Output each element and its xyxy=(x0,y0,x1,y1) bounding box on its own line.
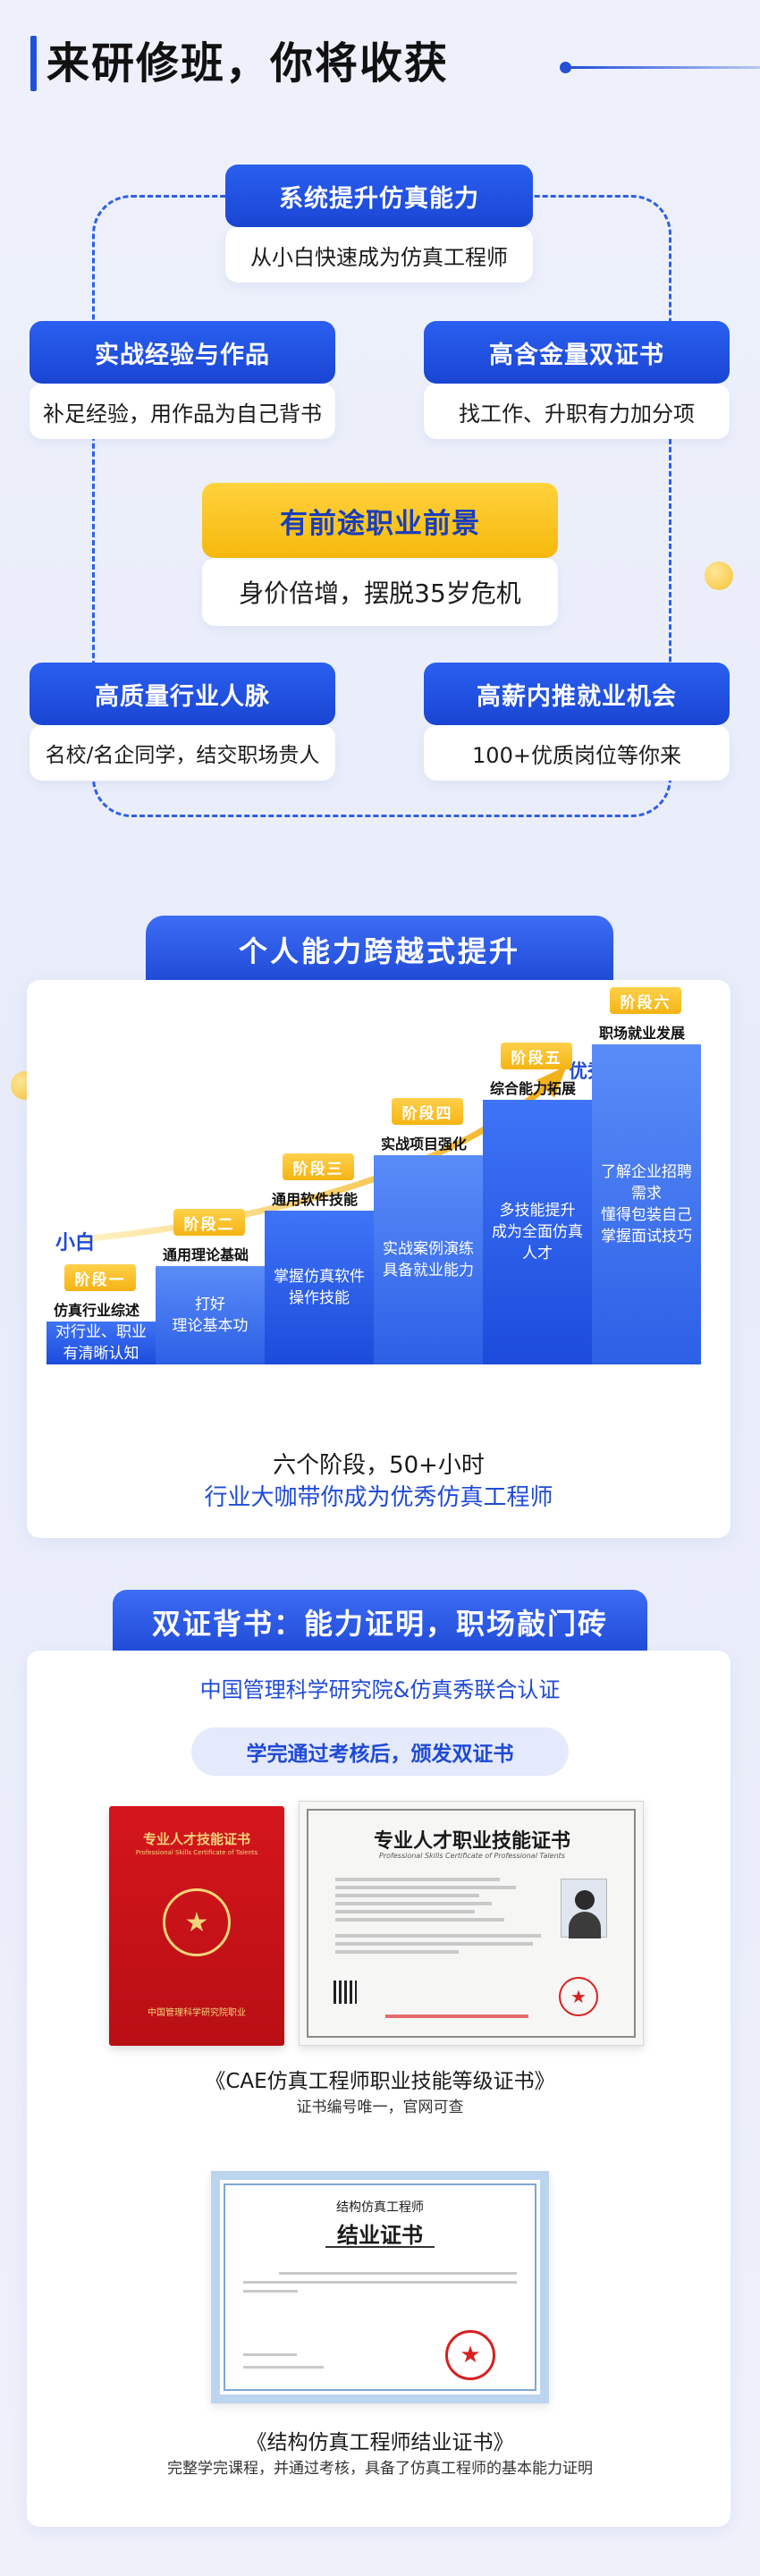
cert1-doc-title: 专业人才职业技能证书 xyxy=(373,1829,570,1853)
stage-name: 综合能力拓展 xyxy=(490,1080,577,1097)
page-title: 来研修班，你将收获 xyxy=(46,38,450,89)
stage-badge: 阶段一 xyxy=(64,1264,136,1291)
header-accent-bar xyxy=(30,36,37,91)
header-dot xyxy=(560,62,571,73)
stage-column: 打好 理论基本功 xyxy=(156,1266,265,1364)
cert1-cover-title: 专业人才技能证书 xyxy=(142,1831,250,1847)
cert1-cover-org: 中国管理科学研究院职业 xyxy=(148,2008,246,2018)
cert2-document: 结构仿真工程师 结业证书 ★ xyxy=(211,2171,549,2403)
cert1-photo xyxy=(561,1879,607,1938)
decor-orb xyxy=(705,562,733,590)
stage-column: 掌握仿真软件 操作技能 xyxy=(265,1211,374,1364)
stage-name: 通用软件技能 xyxy=(272,1191,359,1208)
header-line xyxy=(570,66,760,69)
benefit-title: 高薪内推就业机会 xyxy=(424,663,730,725)
stage-badge: 阶段五 xyxy=(501,1043,572,1069)
stage-badge: 阶段二 xyxy=(173,1209,245,1236)
growth-summary-2: 行业大咖带你成为优秀仿真工程师 xyxy=(204,1484,553,1511)
stage-column: 实战案例演练 具备就业能力 xyxy=(374,1155,483,1364)
cert2-top: 结构仿真工程师 xyxy=(336,2200,424,2215)
stage-steps: 对行业、职业 有清晰认知 仿真行业综述 阶段一打好 理论基本功 通用理论基础 阶段二掌握… xyxy=(46,980,738,1436)
cert1-caption: 《CAE仿真工程师职业技能等级证书》 xyxy=(205,2070,555,2093)
cert1-note: 证书编号唯一，官网可查 xyxy=(296,2099,464,2116)
cert1-emblem-icon: ★ xyxy=(163,1888,231,1956)
cert1-doc-subtitle: Professional Skills Certificate of Profe… xyxy=(379,1852,565,1860)
seal-icon: ★ xyxy=(445,2330,495,2380)
benefit-desc: 名校/名企同学，结交职场贵人 xyxy=(30,725,335,781)
stage-name: 实战项目强化 xyxy=(381,1136,468,1153)
seal-icon: ★ xyxy=(559,1977,598,2016)
cert2-title: 结业证书 xyxy=(337,2222,423,2248)
cert2-note: 完整学完课程，并通过考核，具备了仿真工程师的基本能力证明 xyxy=(167,2460,593,2478)
cert2-caption: 《结构仿真工程师结业证书》 xyxy=(246,2431,514,2454)
stage-badge: 阶段六 xyxy=(610,987,681,1014)
benefit-desc: 从小白快速成为仿真工程师 xyxy=(225,227,533,283)
benefit-title: 实战经验与作品 xyxy=(30,321,335,384)
stage-badge: 阶段四 xyxy=(392,1098,463,1125)
benefit-title: 系统提升仿真能力 xyxy=(225,165,533,227)
start-label: 小白 xyxy=(55,1232,96,1254)
cert1-doc-lines xyxy=(335,1873,541,1958)
growth-title: 个人能力跨越式提升 xyxy=(146,916,613,984)
benefit-title: 高质量行业人脉 xyxy=(30,663,335,725)
stage-name: 仿真行业综述 xyxy=(54,1302,140,1319)
stage-badge: 阶段三 xyxy=(283,1153,354,1180)
certs-subtitle: 中国管理科学研究院&仿真秀联合认证 xyxy=(199,1677,561,1702)
stage-column: 了解企业招聘 需求 懂得包装自己 掌握面试技巧 xyxy=(592,1044,701,1364)
stage-name: 职场就业发展 xyxy=(599,1025,686,1042)
stage-column: 多技能提升 成为全面仿真 人才 xyxy=(483,1100,592,1364)
qr-code-icon xyxy=(334,1981,357,2004)
cert2-body-lines xyxy=(243,2266,517,2299)
stage-column: 对行业、职业 有清晰认知 xyxy=(46,1322,156,1364)
benefit-desc: 身价倍增，摆脱35岁危机 xyxy=(202,558,558,626)
benefit-title: 高含金量双证书 xyxy=(424,321,730,384)
stage-name: 通用理论基础 xyxy=(163,1246,249,1263)
cert1-cover: 专业人才技能证书 Professional Skills Certificate… xyxy=(109,1806,284,2046)
cert1-document: 专业人才职业技能证书 Professional Skills Certifica… xyxy=(299,1801,644,2046)
growth-summary-1: 六个阶段，50+小时 xyxy=(273,1452,485,1479)
certs-chip: 学完通过考核后，颁发双证书 xyxy=(191,1727,569,1776)
benefit-desc: 补足经验，用作品为自己背书 xyxy=(30,384,335,439)
cert1-footnote xyxy=(385,2014,528,2018)
certs-title: 双证背书：能力证明，职场敲门砖 xyxy=(113,1590,647,1654)
benefit-desc: 找工作、升职有力加分项 xyxy=(424,384,730,439)
cert1-cover-subtitle: Professional Skills Certificate of Talen… xyxy=(135,1849,258,1856)
benefit-title: 有前途职业前景 xyxy=(202,483,558,558)
benefit-desc: 100+优质岗位等你来 xyxy=(424,725,730,781)
